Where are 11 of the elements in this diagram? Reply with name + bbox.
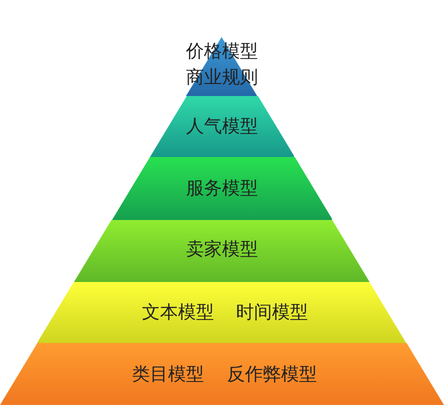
tier-label: 人气模型 [186,117,258,137]
tier-label: 服务模型 [186,179,258,199]
tier-label: 反作弊模型 [227,365,317,385]
pyramid-tier [74,220,370,282]
pyramid-tier [112,157,332,220]
tier-label: 类目模型 [132,365,204,385]
pyramid-tier [37,282,407,343]
tier-label: 时间模型 [236,303,308,323]
tier-label: 卖家模型 [186,240,258,260]
pyramid-tier [0,343,444,405]
tier-label: 文本模型 [142,303,214,323]
